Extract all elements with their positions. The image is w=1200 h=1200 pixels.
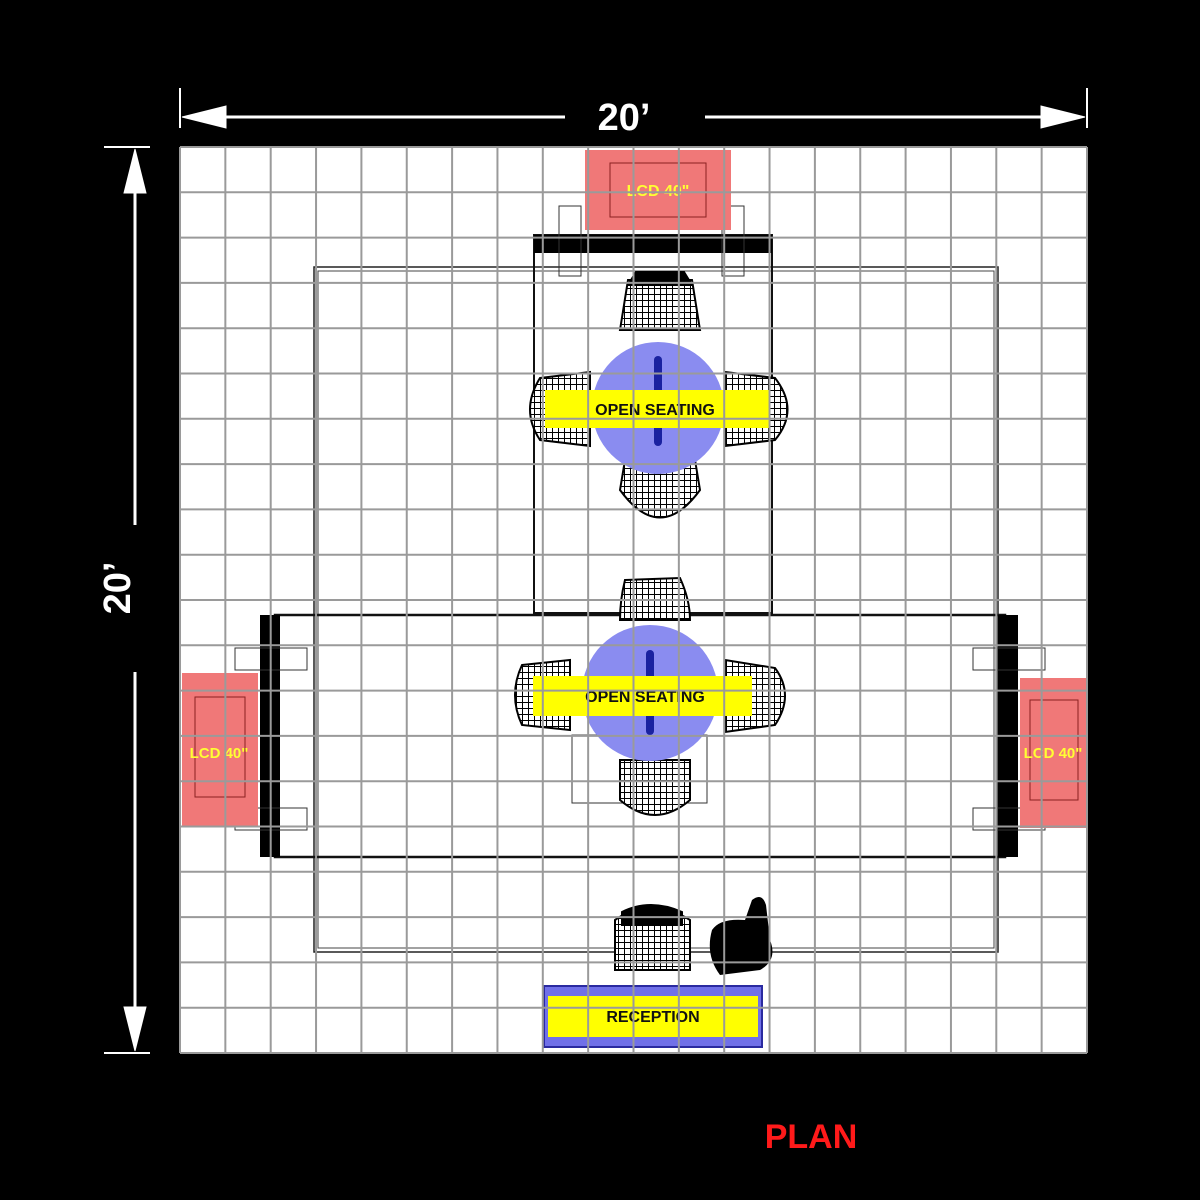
- width-dimension: [179, 88, 1088, 129]
- open-seating-band-1: [545, 390, 770, 428]
- lcd-right: LCD 40": [1020, 678, 1086, 828]
- lcd-label: LCD 40": [190, 745, 249, 762]
- open-seating-label: OPEN SEATING: [595, 402, 715, 419]
- depth-label: 20’: [97, 562, 139, 615]
- open-seating-label: OPEN SEATING: [585, 689, 705, 706]
- lcd-left: LCD 40": [182, 673, 258, 827]
- width-label: 20’: [598, 97, 651, 139]
- plan-title: PLAN: [765, 1118, 858, 1156]
- lcd-top: LCD 40": [585, 150, 731, 230]
- reception-counter: RECEPTION: [543, 985, 763, 1048]
- lcd-label: LCD 40": [1024, 745, 1083, 762]
- floor-grid: [179, 146, 1088, 1054]
- reception-label: RECEPTION: [606, 1009, 699, 1026]
- depth-dimension: [104, 146, 150, 1054]
- open-seating-band-2: [533, 676, 752, 716]
